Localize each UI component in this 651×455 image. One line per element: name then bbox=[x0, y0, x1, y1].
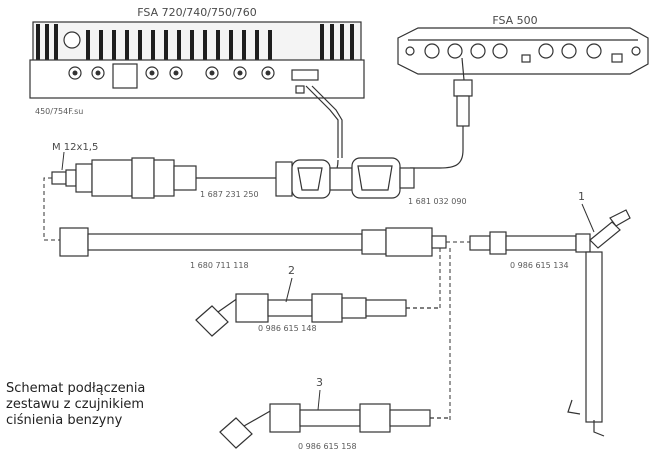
cable-b-label: 1 681 032 090 bbox=[408, 197, 467, 206]
fsa-500-title: FSA 500 bbox=[492, 14, 537, 27]
adapter-2 bbox=[195, 293, 440, 337]
hose-main-label: 1 680 711 118 bbox=[190, 261, 249, 270]
pressure-sensor bbox=[51, 157, 197, 199]
adapter-3-label: 0 986 615 158 bbox=[298, 442, 357, 451]
cable-a-label: 1 687 231 250 bbox=[200, 190, 259, 199]
diagram-caption: Schemat podłączenia zestawu z czujnikiem… bbox=[6, 381, 202, 429]
callout-3: 3 bbox=[316, 376, 323, 389]
fsa-500-device bbox=[397, 27, 649, 75]
callout-1: 1 bbox=[578, 190, 585, 203]
thread-label: M 12x1,5 bbox=[52, 142, 98, 153]
caption-line-3: ciśnienia benzyny bbox=[6, 413, 123, 428]
adapter-3 bbox=[219, 403, 450, 449]
main-hose bbox=[59, 227, 447, 257]
fsa-720-device bbox=[29, 21, 365, 99]
hose-y-label: 0 986 615 134 bbox=[510, 261, 569, 270]
caption-line-2: zestawu z czujnikiem bbox=[6, 397, 145, 412]
fsa-720-title: FSA 720/740/750/760 bbox=[137, 6, 256, 19]
callout-2: 2 bbox=[288, 264, 295, 277]
adapter-2-label: 0 986 615 148 bbox=[258, 324, 317, 333]
fsa-720-code: 450/754F.su bbox=[35, 107, 83, 116]
y-hose bbox=[469, 209, 631, 437]
cable-connectors bbox=[196, 157, 415, 199]
caption-line-1: Schemat podłączenia bbox=[6, 381, 146, 396]
signal-cables bbox=[305, 57, 473, 179]
